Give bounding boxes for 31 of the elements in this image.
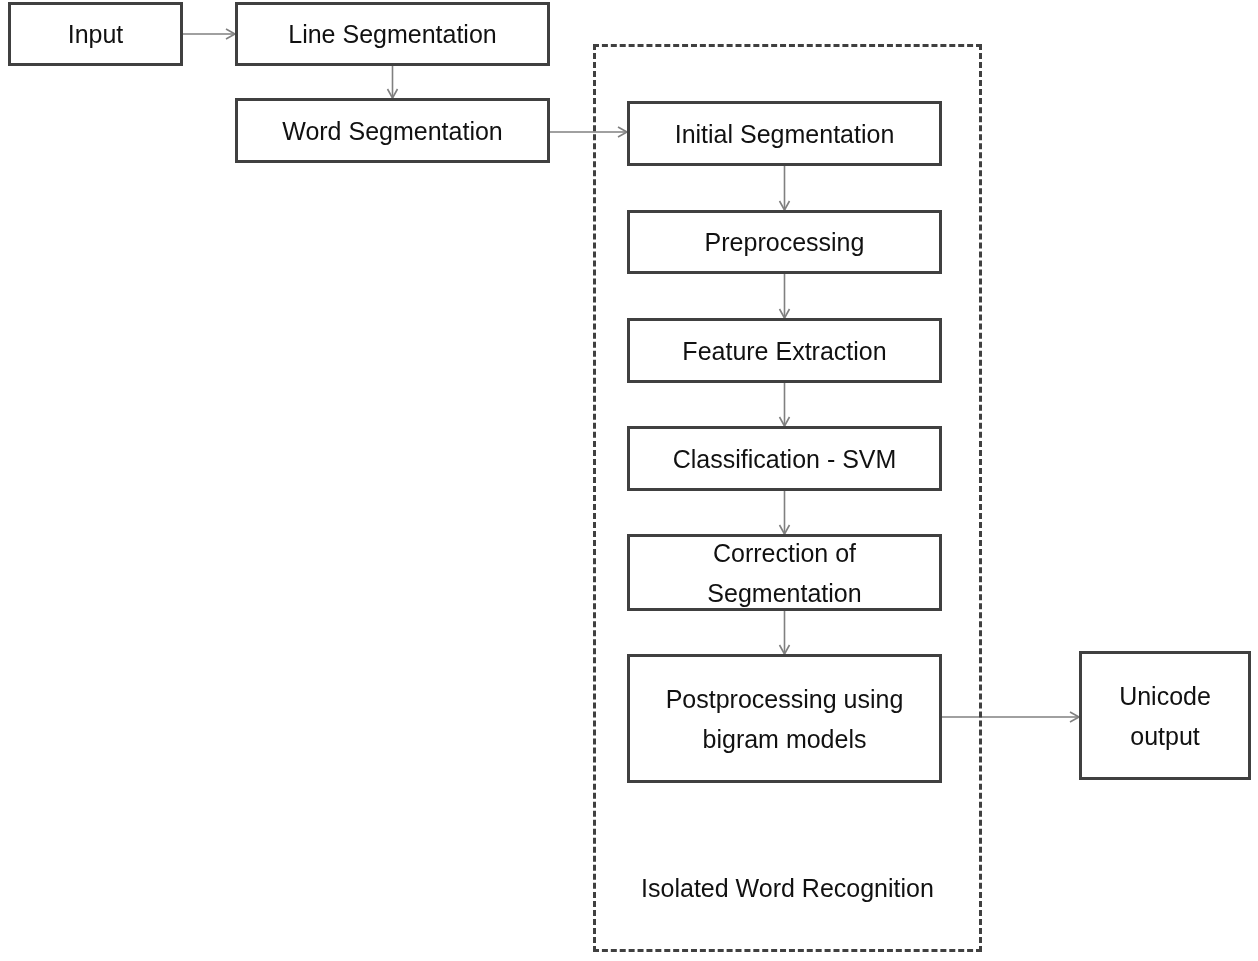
box-label: Classification - SVM: [671, 443, 898, 475]
process-box: [627, 101, 942, 166]
arrow: [386, 65, 399, 99]
arrow: [778, 490, 791, 535]
arrow: [778, 165, 791, 211]
process-box: [627, 210, 942, 274]
box-label: Preprocessing: [703, 227, 866, 258]
process-box: [235, 2, 550, 66]
box-label: Initial Segmentation: [673, 118, 896, 150]
process-box: [235, 98, 550, 163]
box-label: Unicode output: [1118, 680, 1212, 752]
dashed-group-box: [593, 44, 982, 952]
process-box: [8, 2, 183, 66]
arrow: [778, 382, 791, 427]
process-box: [627, 318, 942, 383]
arrow: [941, 711, 1080, 723]
process-box: [627, 426, 942, 491]
box-label: Line Segmentation: [287, 19, 498, 50]
box-label: Input: [66, 19, 125, 50]
arrow: [549, 126, 628, 138]
process-box: [1079, 651, 1251, 780]
group-label: Isolated Word Recognition: [640, 872, 935, 904]
arrow: [778, 273, 791, 319]
box-label: Postprocessing using bigram models: [664, 683, 905, 755]
arrow: [778, 610, 791, 655]
box-label: Feature Extraction: [681, 335, 888, 367]
box-label: Word Segmentation: [281, 115, 504, 147]
process-box: [627, 654, 942, 783]
process-box: [627, 534, 942, 611]
box-label: Correction of Segmentation: [706, 537, 863, 609]
arrow: [182, 28, 236, 40]
